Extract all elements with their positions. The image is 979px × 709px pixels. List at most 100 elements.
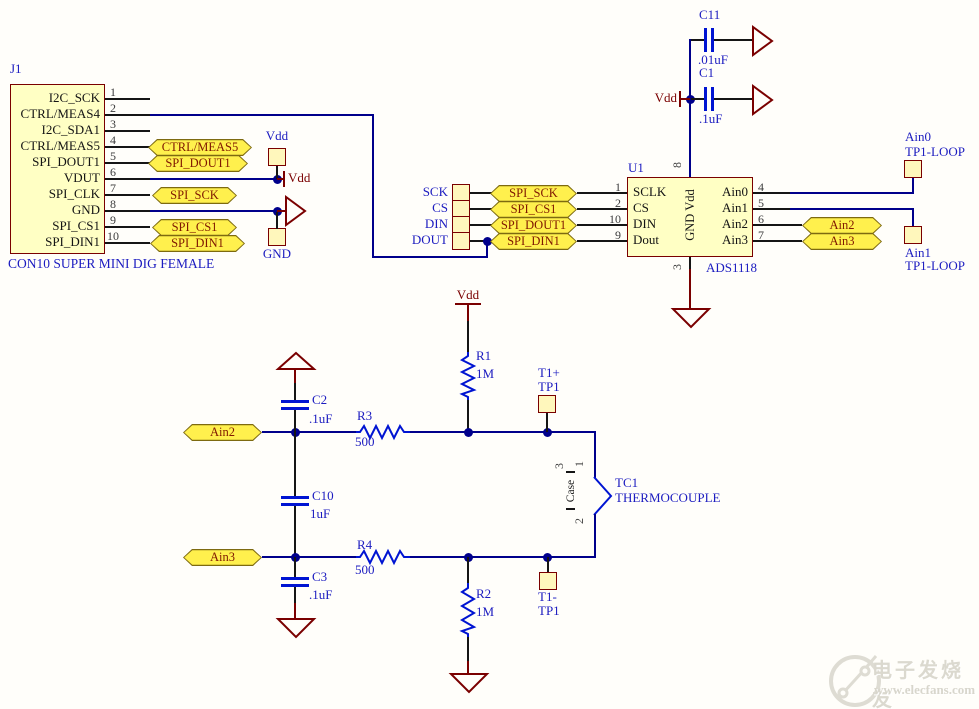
u1-ic-body[interactable] (627, 177, 753, 257)
testpoint-dout[interactable] (452, 232, 470, 250)
j1-pin-name: VDUT (63, 170, 100, 185)
testpoint-sck-label: SCK (422, 184, 448, 199)
net-label-ctrl-meas5[interactable]: CTRL/MEAS5 (148, 139, 252, 156)
j1-pin-number: 10 (107, 229, 119, 243)
net-label-spi-dout1-u1[interactable]: SPI_DOUT1 (490, 217, 577, 234)
net-label-ain2-u1[interactable]: Ain2 (802, 217, 882, 234)
tc1-case-bar (566, 471, 575, 473)
net-label-spi-cs1-u1[interactable]: SPI_CS1 (490, 201, 577, 218)
j1-pin-number: 8 (110, 197, 116, 211)
wire (294, 587, 296, 603)
capacitor-c2[interactable] (281, 407, 309, 410)
net-label-text: SPI_SCK (170, 188, 219, 202)
resistor-r4[interactable] (356, 548, 410, 566)
capacitor-c1[interactable] (704, 87, 707, 111)
u1-pin-number: 10 (609, 212, 621, 226)
capacitor-c3[interactable] (281, 577, 309, 580)
hex-fill (491, 202, 575, 216)
testpoint-vdd[interactable] (268, 148, 286, 166)
net-label-spi-dout1[interactable]: SPI_DOUT1 (148, 155, 248, 172)
net-label-spi-din1[interactable]: SPI_DIN1 (150, 235, 245, 252)
hex-fill (153, 220, 235, 234)
gnd-symbol (275, 351, 317, 370)
j1-description: CON10 SUPER MINI DIG FEMALE (8, 256, 215, 271)
wire (714, 39, 752, 41)
resistor-r1[interactable] (459, 352, 477, 400)
testpoint-t1m[interactable] (539, 572, 557, 590)
wire (105, 146, 150, 148)
net-label-text: SPI_CS1 (510, 202, 557, 216)
capacitor-c11[interactable] (711, 28, 714, 52)
testpoint-t1p[interactable] (538, 395, 556, 413)
wire (486, 240, 488, 258)
gnd-symbol (752, 84, 774, 116)
wire (691, 98, 704, 100)
wire (689, 257, 691, 269)
net-label-text: SPI_DIN1 (507, 234, 560, 248)
r3-value: 500 (355, 434, 375, 449)
c11-designator: C11 (699, 7, 721, 22)
capacitor-c3[interactable] (281, 584, 309, 587)
hex-fill (153, 188, 235, 202)
c1-value: .1uF (699, 111, 723, 126)
net-label-text: Ain3 (210, 550, 235, 564)
tc1-case-bar (566, 508, 575, 510)
hex-fill (491, 234, 575, 248)
capacitor-c2[interactable] (281, 400, 309, 403)
j1-pin-number: 7 (110, 181, 116, 195)
u1-pin-number: 4 (758, 180, 764, 194)
net-label-spi-sck-u1[interactable]: SPI_SCK (490, 185, 577, 202)
u1-pin-number: 7 (758, 228, 764, 242)
u1-pin-name: Ain0 (722, 184, 748, 199)
testpoint-ain1-type: TP1-LOOP (905, 258, 965, 273)
wire (294, 432, 296, 496)
wire (577, 208, 627, 210)
wire (467, 557, 469, 583)
j1-connector-body[interactable] (10, 84, 105, 254)
net-label-text: SPI_DOUT1 (165, 156, 231, 170)
wire (410, 431, 596, 433)
watermark-url: www.elecfans.com (874, 682, 976, 697)
r2-designator: R2 (476, 586, 492, 601)
c3-designator: C3 (312, 569, 328, 584)
testpoint-ain1-name: Ain1 (905, 245, 931, 260)
net-label-ain2[interactable]: Ain2 (183, 424, 262, 441)
tc1-pin-number: 1 (572, 461, 586, 467)
vdd-power-bar (455, 303, 481, 305)
gnd-symbol (285, 195, 307, 227)
resistor-r3[interactable] (356, 423, 410, 441)
wire (276, 212, 278, 229)
j1-pin-name: SPI_DOUT1 (32, 154, 100, 169)
capacitor-c10[interactable] (281, 503, 309, 506)
testpoint-ain1[interactable] (904, 226, 922, 244)
wire (105, 98, 150, 100)
testpoint-ain0[interactable] (904, 160, 922, 178)
capacitor-c1[interactable] (711, 87, 714, 111)
wire (594, 431, 596, 478)
net-label-ain3[interactable]: Ain3 (183, 549, 262, 566)
net-label-text: SPI_CS1 (171, 220, 218, 234)
u1-designator: U1 (628, 160, 644, 175)
u1-pin-number: 6 (758, 212, 764, 226)
testpoint-gnd[interactable] (268, 228, 286, 246)
wire (790, 192, 914, 194)
testpoint-t1m-name: T1- (538, 589, 557, 604)
tc1-designator: TC1 (615, 475, 639, 490)
capacitor-c10[interactable] (281, 496, 309, 499)
net-label-spi-sck[interactable]: SPI_SCK (152, 187, 237, 204)
vdd-power-port: Vdd (456, 287, 480, 302)
resistor-r2[interactable] (459, 583, 477, 637)
wire (294, 603, 296, 618)
net-label-spi-din1-u1[interactable]: SPI_DIN1 (490, 233, 577, 250)
net-label-ain3-u1[interactable]: Ain3 (802, 233, 882, 250)
u1-pin-name: Ain2 (722, 216, 748, 231)
wire (577, 192, 627, 194)
thermocouple-symbol[interactable] (593, 476, 615, 516)
wire (546, 413, 548, 432)
testpoint-vdd-label: Vdd (265, 128, 289, 143)
capacitor-c11[interactable] (704, 28, 707, 52)
j1-pin-name: SPI_DIN1 (45, 234, 100, 249)
net-label-text: Ain2 (210, 425, 235, 439)
net-label-spi-cs1[interactable]: SPI_CS1 (152, 219, 237, 236)
wire (547, 557, 549, 572)
